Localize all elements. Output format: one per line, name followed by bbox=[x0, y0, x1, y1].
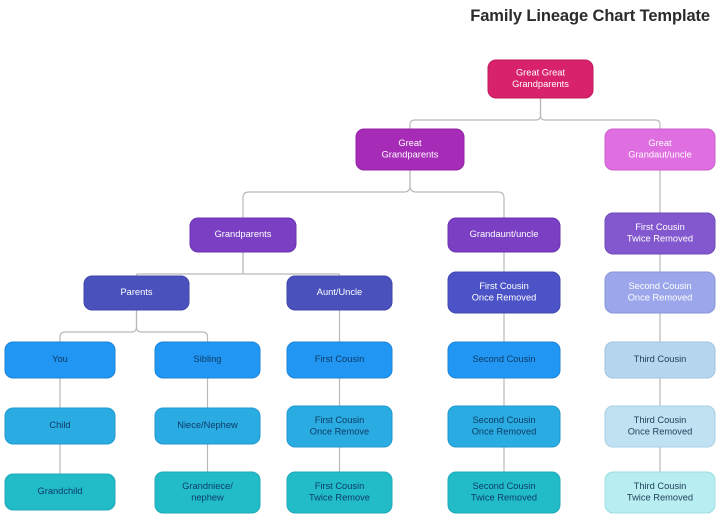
node-gni[interactable]: Grandniece/nephew bbox=[154, 471, 261, 514]
connector-gpar-to-aun bbox=[242, 251, 341, 277]
node-box-sc1r[interactable] bbox=[604, 271, 716, 314]
connector-ggp-to-gau2 bbox=[539, 97, 661, 130]
node-box-sc1rb[interactable] bbox=[447, 405, 561, 448]
node-gpar[interactable]: Grandparents bbox=[189, 217, 297, 253]
node-box-fc1r[interactable] bbox=[447, 271, 561, 314]
node-box-fc1rb[interactable] bbox=[286, 405, 393, 448]
node-nie[interactable]: Niece/Nephew bbox=[154, 407, 261, 445]
node-box-gch[interactable] bbox=[4, 473, 116, 511]
connector-par-to-sib bbox=[135, 309, 209, 343]
node-chi[interactable]: Child bbox=[4, 407, 116, 445]
node-box-you[interactable] bbox=[4, 341, 116, 379]
node-box-par[interactable] bbox=[83, 275, 190, 311]
node-box-fc2rb[interactable] bbox=[286, 471, 393, 514]
node-sc[interactable]: Second Cousin bbox=[447, 341, 561, 379]
node-box-sc[interactable] bbox=[447, 341, 561, 379]
node-box-gau[interactable] bbox=[447, 217, 561, 253]
node-box-gni[interactable] bbox=[154, 471, 261, 514]
node-box-aun[interactable] bbox=[286, 275, 393, 311]
node-sib[interactable]: Sibling bbox=[154, 341, 261, 379]
node-box-fc2r[interactable] bbox=[604, 212, 716, 255]
node-box-gpar[interactable] bbox=[189, 217, 297, 253]
node-box-sc2r[interactable] bbox=[447, 471, 561, 514]
node-box-ggp[interactable] bbox=[487, 59, 594, 99]
connector-gp2-to-gpar bbox=[242, 169, 411, 219]
node-box-tc2r[interactable] bbox=[604, 471, 716, 514]
node-aun[interactable]: Aunt/Uncle bbox=[286, 275, 393, 311]
node-box-sib[interactable] bbox=[154, 341, 261, 379]
page-title: Family Lineage Chart Template bbox=[470, 7, 710, 25]
node-box-tc[interactable] bbox=[604, 341, 716, 379]
connector-layer bbox=[59, 97, 661, 475]
node-box-chi[interactable] bbox=[4, 407, 116, 445]
node-gch[interactable]: Grandchild bbox=[4, 473, 116, 511]
node-box-gau2[interactable] bbox=[604, 128, 716, 171]
node-tc[interactable]: Third Cousin bbox=[604, 341, 716, 379]
node-par[interactable]: Parents bbox=[83, 275, 190, 311]
connector-par-to-you bbox=[59, 309, 138, 343]
node-box-fc[interactable] bbox=[286, 341, 393, 379]
node-you[interactable]: You bbox=[4, 341, 116, 379]
connector-gpar-to-par bbox=[135, 251, 244, 277]
node-box-tc1r[interactable] bbox=[604, 405, 716, 448]
connector-ggp-to-gp2 bbox=[409, 97, 542, 130]
connector-gp2-to-gau bbox=[409, 169, 505, 219]
node-fc[interactable]: First Cousin bbox=[286, 341, 393, 379]
node-box-nie[interactable] bbox=[154, 407, 261, 445]
node-box-gp2[interactable] bbox=[355, 128, 465, 171]
node-gau[interactable]: Grandaunt/uncle bbox=[447, 217, 561, 253]
